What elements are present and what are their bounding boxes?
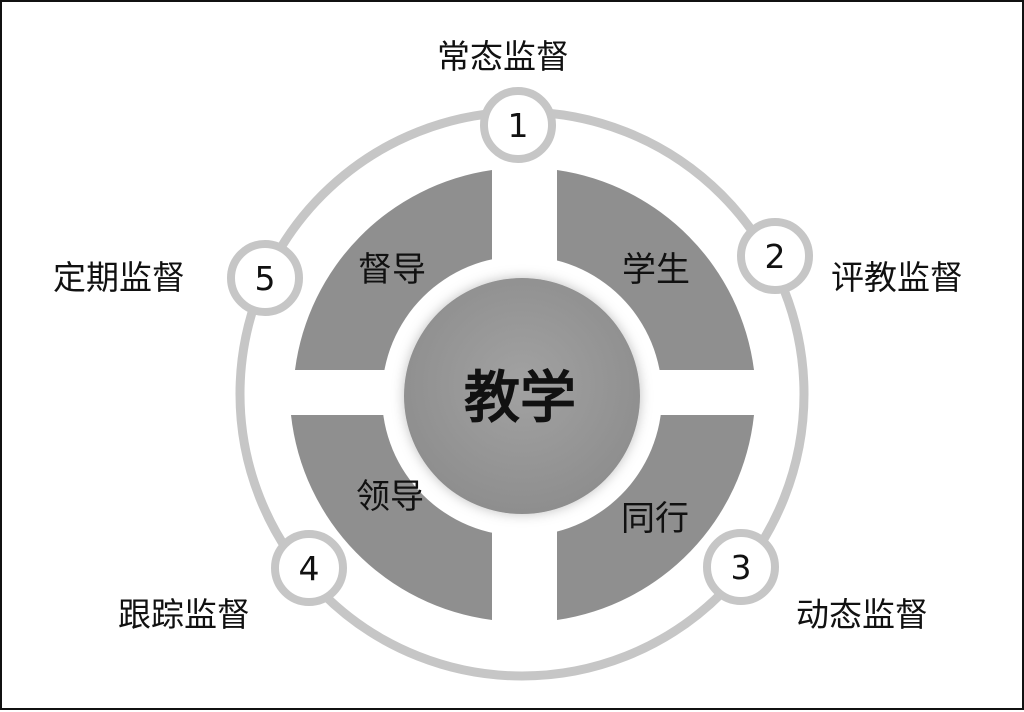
node-circle [480, 87, 556, 163]
node-2: 2 [737, 218, 813, 294]
node-label-evaluation: 评教监督 [831, 258, 963, 297]
node-5: 5 [227, 240, 303, 316]
node-3: 3 [703, 529, 779, 605]
quadrant-label-peers: 同行 [621, 499, 689, 539]
node-label-periodic: 定期监督 [53, 258, 185, 297]
node-label-tracking: 跟踪监督 [118, 595, 250, 634]
node-label-dynamic: 动态监督 [796, 595, 928, 634]
node-number: 2 [765, 237, 786, 276]
node-number: 5 [255, 259, 276, 298]
quadrant-label-supervision: 督导 [358, 250, 426, 290]
node-4: 4 [271, 530, 347, 606]
node-circle [703, 529, 779, 605]
node-label-routine: 常态监督 [437, 37, 569, 76]
node-circle [737, 218, 813, 294]
node-circle [227, 240, 303, 316]
center-circle [404, 278, 640, 514]
node-number: 1 [508, 106, 529, 145]
node-number: 3 [731, 548, 752, 587]
center-label: 教学 [464, 366, 576, 431]
node-number: 4 [299, 549, 320, 588]
quadrant-label-students: 学生 [622, 250, 690, 290]
node-1: 1 [480, 87, 556, 163]
node-circle [271, 530, 347, 606]
quadrant-label-leaders: 领导 [356, 477, 424, 517]
